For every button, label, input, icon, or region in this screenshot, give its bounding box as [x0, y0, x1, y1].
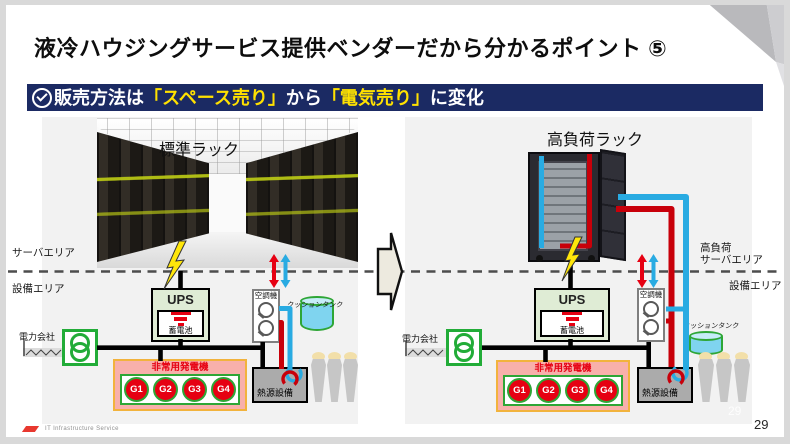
ac-label-left: 空調機 [254, 291, 278, 300]
logo-swoosh-icon [21, 426, 40, 432]
rack-open-door [538, 161, 588, 251]
cooling-tower [327, 359, 342, 402]
air-conditioner-right: 空調機 [637, 288, 665, 342]
server-room-photo: 標準ラック [97, 118, 358, 268]
heat-source-label-left: 熱源設備 [257, 388, 294, 398]
transition-arrow [376, 232, 404, 311]
pump-icon [643, 319, 659, 335]
server-area-label-right-line1: 高負荷 [700, 242, 732, 254]
generator-g4: G4 [594, 378, 619, 403]
transformer-right [446, 329, 482, 366]
battery-icon [170, 311, 191, 327]
cooling-tower [343, 359, 358, 402]
cooling-tower [311, 359, 326, 402]
banner-text: から [285, 87, 322, 108]
high-load-rack-label: 高負荷ラック [547, 132, 644, 149]
ups-right: UPS 蓄電池 [534, 288, 610, 342]
banner-text: 販売方法は [54, 87, 144, 108]
server-area-label-right: 高負荷 サーバエリア [700, 242, 763, 266]
cushion-tank-label-right: クッションタンク [682, 323, 740, 330]
frame-left [0, 0, 6, 444]
generator-title-left: 非常用発電機 [151, 362, 209, 373]
footer-logo-text: IT Infrastructure Service [45, 426, 119, 432]
page-title: 液冷ハウジングサービス提供ベンダーだから分かるポイント ⑤ [34, 36, 668, 61]
steam-puff [312, 352, 325, 361]
ups-label-left: UPS [167, 292, 194, 307]
high-load-rack [522, 146, 634, 270]
generator-g4: G4 [211, 377, 236, 402]
grid-line-left [23, 348, 65, 357]
facility-area-label-left: 設備エリア [12, 283, 65, 295]
footer-logo: IT Infrastructure Service [21, 426, 119, 432]
key-point-banner: 販売方法は 「スペース売り」 から 「電気売り」 に変化 [27, 84, 763, 111]
pump-icon [258, 302, 274, 318]
banner-text: に変化 [429, 87, 484, 108]
standard-rack-label: 標準ラック [159, 142, 240, 159]
steam-puff [328, 352, 341, 361]
battery-label-left: 蓄電池 [168, 326, 193, 336]
battery-box-right: 蓄電池 [540, 310, 604, 337]
generator-title-right: 非常用発電機 [534, 363, 592, 374]
facility-area-label-right: 設備エリア [729, 280, 782, 292]
steam-puff [735, 352, 748, 361]
battery-label-right: 蓄電池 [560, 326, 584, 336]
heat-source-right: 熱源設備 [637, 367, 693, 403]
power-company-label-left: 電力会社 [19, 332, 56, 342]
steam-puff [344, 352, 357, 361]
emergency-generator-left: 非常用発電機 G1 G2 G3 G4 [113, 359, 247, 411]
battery-icon [562, 311, 582, 327]
ac-label-right: 空調機 [639, 290, 663, 299]
rack-front-panel [528, 152, 600, 262]
frame-right [784, 0, 790, 444]
generator-g3: G3 [565, 378, 590, 403]
banner-highlight-space: 「スペース売り」 [144, 87, 286, 108]
ups-left: UPS 蓄電池 [151, 288, 210, 342]
frame-top [0, 0, 790, 5]
grid-line-right [405, 348, 447, 357]
generator-g1: G1 [124, 377, 149, 402]
cushion-tank-left [300, 296, 334, 331]
check-icon [32, 87, 52, 108]
cooling-tower [734, 359, 750, 402]
frame-bottom [0, 437, 790, 444]
rack-caster [588, 255, 595, 262]
steam-puff [717, 352, 730, 361]
power-company-label-right: 電力会社 [402, 334, 439, 344]
server-area-label-left: サーバエリア [12, 247, 75, 259]
generator-g1: G1 [507, 378, 532, 403]
cushion-tank-label-left: クッションタンク [286, 302, 344, 309]
transformer-left [62, 329, 98, 366]
cooling-tower [716, 359, 732, 402]
pump-icon [258, 320, 274, 336]
generator-g3: G3 [182, 377, 207, 402]
rack-caster [536, 255, 543, 262]
generator-g2: G2 [536, 378, 561, 403]
pump-icon [643, 301, 659, 317]
server-area-label-right-line2: サーバエリア [700, 254, 763, 266]
rack-side-panel [600, 149, 626, 262]
page-number: 29 [754, 417, 769, 432]
steam-puff [699, 352, 712, 361]
banner-highlight-electric: 「電気売り」 [321, 87, 430, 108]
page-number-watermark: 29 [728, 404, 742, 418]
generator-g2: G2 [153, 377, 178, 402]
generator-units-right: G1 G2 G3 G4 [503, 375, 623, 406]
emergency-generator-right: 非常用発電機 G1 G2 G3 G4 [496, 360, 630, 412]
heat-source-left: 熱源設備 [252, 367, 308, 403]
battery-box-left: 蓄電池 [157, 310, 204, 337]
heat-source-label-right: 熱源設備 [642, 388, 679, 398]
ups-label-right: UPS [558, 292, 586, 307]
cooling-tower [698, 359, 714, 402]
air-conditioner-left: 空調機 [252, 289, 280, 343]
generator-units-left: G1 G2 G3 G4 [120, 374, 240, 405]
